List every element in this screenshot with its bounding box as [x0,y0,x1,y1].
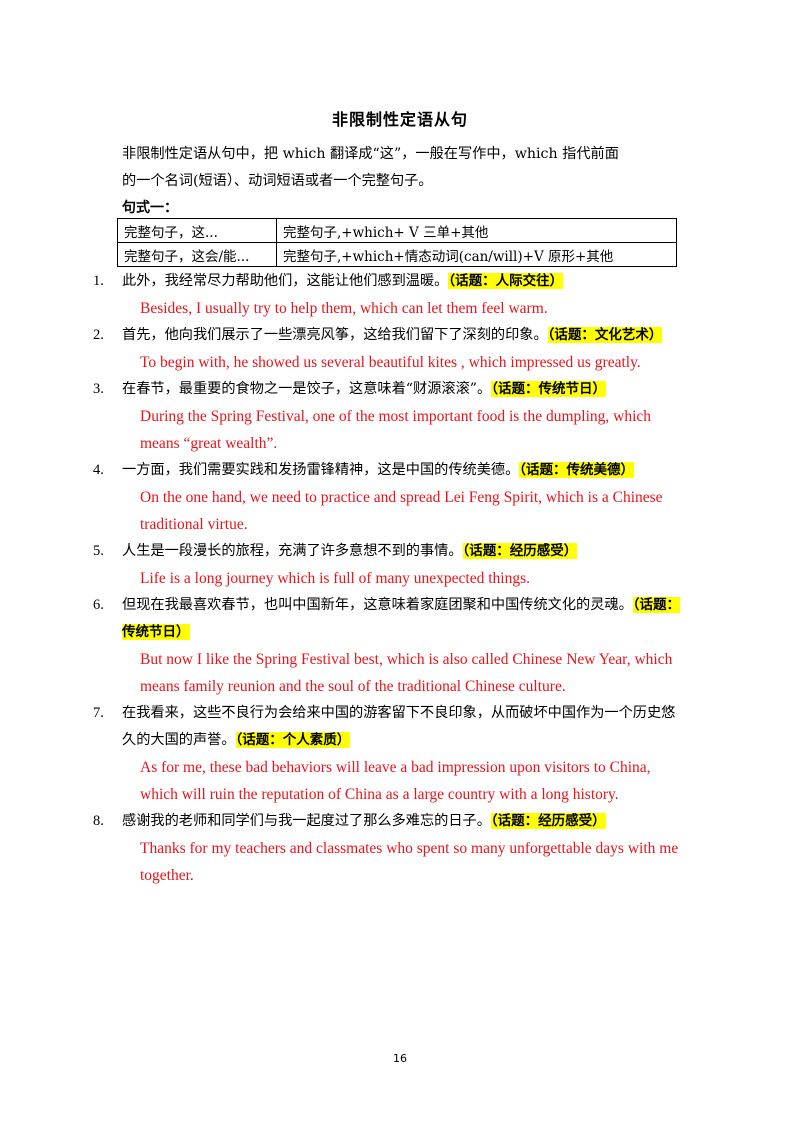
table-cell: 完整句子,+which+情态动词(can/will)+V 原形+其他 [276,242,677,267]
table-row: 完整句子，这会/能... 完整句子,+which+情态动词(can/will)+… [117,242,677,267]
item-number: 8. [93,813,104,829]
chinese-text: 但现在我最喜欢春节，也叫中国新年，这意味着家庭团聚和中国传统文化的灵魂。 [122,597,633,613]
english-translation: Besides, I usually try to help them, whi… [140,300,548,317]
page-title: 非限制性定语从句 [331,110,468,129]
topic-tag: （话题：人际交往） [448,273,564,289]
example-list: 1. 此外，我经常尽力帮助他们，这能让他们感到温暖。（话题：人际交往） Besi… [0,268,800,889]
chinese-text: 首先，他向我们展示了一些漂亮风筝，这给我们留下了深刻的印象。 [122,327,548,343]
chinese-sentence: 在我看来，这些不良行为会给来中国的游客留下不良印象，从而破坏中国作为一个历史悠久… [122,700,682,754]
chinese-sentence: 在春节，最重要的食物之一是饺子，这意味着“财源滚滚”。（话题：传统节日） [122,376,682,403]
table-cell: 完整句子，这... [117,218,277,243]
list-item: 8. 感谢我的老师和同学们与我一起度过了那么多难忘的日子。（话题：经历感受） T… [0,808,800,889]
list-item: 4. 一方面，我们需要实践和发扬雷锋精神，这是中国的传统美德。（话题：传统美德）… [0,457,800,538]
item-number: 3. [93,381,104,397]
english-translation: But now I like the Spring Festival best,… [140,651,673,695]
chinese-text: 在春节，最重要的食物之一是饺子，这意味着“财源滚滚”。 [122,381,492,397]
chinese-sentence: 一方面，我们需要实践和发扬雷锋精神，这是中国的传统美德。（话题：传统美德） [122,457,682,484]
chinese-text: 感谢我的老师和同学们与我一起度过了那么多难忘的日子。 [122,813,491,829]
list-item: 3. 在春节，最重要的食物之一是饺子，这意味着“财源滚滚”。（话题：传统节日） … [0,376,800,457]
intro-paragraph: 非限制性定语从句中，把 which 翻译成“这”，一般在写作中，which 指代… [122,141,692,195]
table-row: 完整句子，这... 完整句子,+which+ V 三单+其他 [117,218,677,243]
chinese-sentence: 但现在我最喜欢春节，也叫中国新年，这意味着家庭团聚和中国传统文化的灵魂。（话题：… [122,592,682,646]
topic-tag: （话题：传统美德） [519,462,635,478]
chinese-text: 一方面，我们需要实践和发扬雷锋精神，这是中国的传统美德。 [122,462,520,478]
pattern-table: 完整句子，这... 完整句子,+which+ V 三单+其他 完整句子，这会/能… [117,218,677,267]
list-item: 5. 人生是一段漫长的旅程，充满了许多意想不到的事情。（话题：经历感受） Lif… [0,538,800,592]
page-number: 16 [393,1052,407,1065]
chinese-sentence: 感谢我的老师和同学们与我一起度过了那么多难忘的日子。（话题：经历感受） [122,808,682,835]
english-translation: Thanks for my teachers and classmates wh… [140,840,679,884]
list-item: 6. 但现在我最喜欢春节，也叫中国新年，这意味着家庭团聚和中国传统文化的灵魂。（… [0,592,800,700]
topic-tag: （话题：经历感受） [462,543,578,559]
english-translation: To begin with, he showed us several beau… [140,354,641,371]
topic-tag: （话题：经历感受） [490,813,606,829]
item-number: 7. [93,705,104,721]
item-number: 5. [93,543,104,559]
item-number: 4. [93,462,104,478]
english-translation: Life is a long journey which is full of … [140,570,530,587]
topic-tag: （话题：传统节日） [491,381,606,397]
chinese-text: 人生是一段漫长的旅程，充满了许多意想不到的事情。 [122,543,463,559]
topic-tag: （话题：文化艺术） [547,327,663,343]
list-item: 1. 此外，我经常尽力帮助他们，这能让他们感到温暖。（话题：人际交往） Besi… [0,268,800,322]
table-cell: 完整句子,+which+ V 三单+其他 [276,218,677,243]
chinese-sentence: 首先，他向我们展示了一些漂亮风筝，这给我们留下了深刻的印象。（话题：文化艺术） [122,322,682,349]
english-translation: On the one hand, we need to practice and… [140,489,663,533]
item-number: 6. [93,597,104,613]
intro-line-2: 的一个名词(短语）、动词短语或者一个完整句子。 [122,173,433,189]
list-item: 2. 首先，他向我们展示了一些漂亮风筝，这给我们留下了深刻的印象。（话题：文化艺… [0,322,800,376]
chinese-sentence: 此外，我经常尽力帮助他们，这能让他们感到温暖。（话题：人际交往） [122,268,682,295]
pattern-label: 句式一： [122,200,178,216]
intro-line-1: 非限制性定语从句中，把 which 翻译成“这”，一般在写作中，which 指代… [122,146,619,162]
item-number: 2. [93,327,104,343]
table-cell: 完整句子，这会/能... [117,242,277,267]
item-number: 1. [93,273,104,289]
chinese-sentence: 人生是一段漫长的旅程，充满了许多意想不到的事情。（话题：经历感受） [122,538,682,565]
english-translation: During the Spring Festival, one of the m… [140,408,652,452]
english-translation: As for me, these bad behaviors will leav… [140,759,651,803]
list-item: 7. 在我看来，这些不良行为会给来中国的游客留下不良印象，从而破坏中国作为一个历… [0,700,800,808]
topic-tag: （话题：个人素质） [235,732,351,748]
chinese-text: 此外，我经常尽力帮助他们，这能让他们感到温暖。 [122,273,449,289]
chinese-text: 在我看来，这些不良行为会给来中国的游客留下不良印象，从而破坏中国作为一个历史悠久… [122,705,676,748]
